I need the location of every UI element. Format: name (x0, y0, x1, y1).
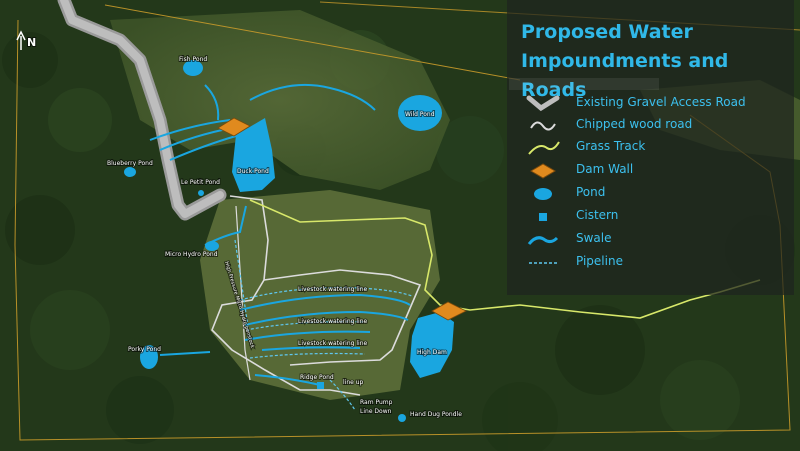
ponds (124, 60, 454, 422)
legend-item-grass-track: Grass Track (515, 138, 790, 158)
cistern-icon (539, 213, 547, 221)
chipped-wood-road-east (263, 269, 422, 366)
grass-track (249, 199, 761, 319)
legend-item-gravel-road: Existing Gravel Access Road (515, 94, 790, 114)
legend-divider (509, 78, 659, 90)
map-title: Proposed Water Impoundments and Roads (521, 18, 791, 105)
hand-dug-pondle-shape (398, 414, 406, 422)
hand-dug-pondle-label: Hand Dug Pondle (410, 411, 462, 418)
porky-pond-label: Porky Pond (128, 346, 161, 353)
swales (149, 83, 411, 386)
dam-wall-upper (217, 117, 251, 137)
central-meadow (200, 190, 440, 400)
gravel-road-icon (526, 95, 560, 112)
legend-label: Chipped wood road (576, 117, 693, 131)
chipped-wood-road-loop (211, 195, 361, 396)
legend-panel: Proposed Water Impoundments and Roads Ex… (507, 0, 794, 295)
north-arrow-icon: N (16, 30, 37, 50)
le-petit-pond-shape (198, 190, 204, 196)
grass-track-icon (528, 141, 560, 155)
line-up-label: line up (343, 379, 364, 386)
legend-item-cistern: Cistern (515, 207, 790, 227)
legend-item-swale: Swale (515, 230, 790, 250)
legend-label: Pond (576, 185, 606, 199)
blueberry-pond-label: Blueberry Pond (107, 160, 153, 167)
micro-hydro-pond-shape (205, 241, 219, 251)
line-down-label: Line Down (360, 408, 392, 415)
pond-icon (534, 188, 552, 200)
map-title-line-2: Impoundments and Roads (521, 50, 729, 101)
blueberry-pond-shape (124, 167, 136, 177)
micro-hydro-pond-label: Micro Hydro Pond (165, 251, 218, 258)
high-dam-shape (410, 312, 454, 378)
legend-label: Dam Wall (576, 162, 634, 176)
legend-label: Existing Gravel Access Road (576, 95, 746, 109)
dam-wall-icon (530, 163, 556, 179)
upper-field (110, 10, 450, 190)
north-label: N (27, 36, 36, 49)
legend-item-pipeline: Pipeline (515, 253, 790, 273)
swale-icon (527, 236, 559, 245)
porky-pond-shape (140, 345, 158, 369)
ram-pump-label: Ram Pump (360, 399, 393, 406)
livestock-line-label-1: Livestock watering line (298, 286, 367, 293)
wild-pond-label: Wild Pond (405, 111, 435, 118)
pipelines (234, 239, 413, 411)
legend-item-dam-wall: Dam Wall (515, 161, 790, 181)
duck-pond-shape (232, 118, 275, 192)
dam-wall-high (431, 301, 467, 321)
high-dam-label: High Dam (417, 349, 447, 356)
ridge-pond-cistern (317, 382, 324, 389)
legend-label: Grass Track (576, 139, 646, 153)
chipped-wood-road-icon (530, 121, 556, 131)
livestock-line-label-3: Livestock watering line (298, 340, 367, 347)
legend-label: Swale (576, 231, 612, 245)
legend-item-chipped-wood-road: Chipped wood road (515, 116, 790, 136)
legend-label: Cistern (576, 208, 619, 222)
legend-label: Pipeline (576, 254, 623, 268)
le-petit-pond-label: Le Petit Pond (181, 179, 220, 186)
map-title-line-1: Proposed Water (521, 21, 693, 43)
fish-pond-label: Fish Pond (179, 56, 207, 63)
ridge-pond-label: Ridge Pond (300, 374, 334, 381)
legend-item-pond: Pond (515, 184, 790, 204)
fish-pond-shape (183, 60, 203, 76)
livestock-line-label-2: Livestock watering line (298, 318, 367, 325)
wild-pond-shape (398, 95, 442, 131)
pipeline-icon (529, 262, 557, 264)
duck-pond-label: Duck Pond (237, 168, 269, 175)
chipped-wood-road-west (235, 205, 251, 381)
gravel-access-road-center (60, 0, 224, 218)
